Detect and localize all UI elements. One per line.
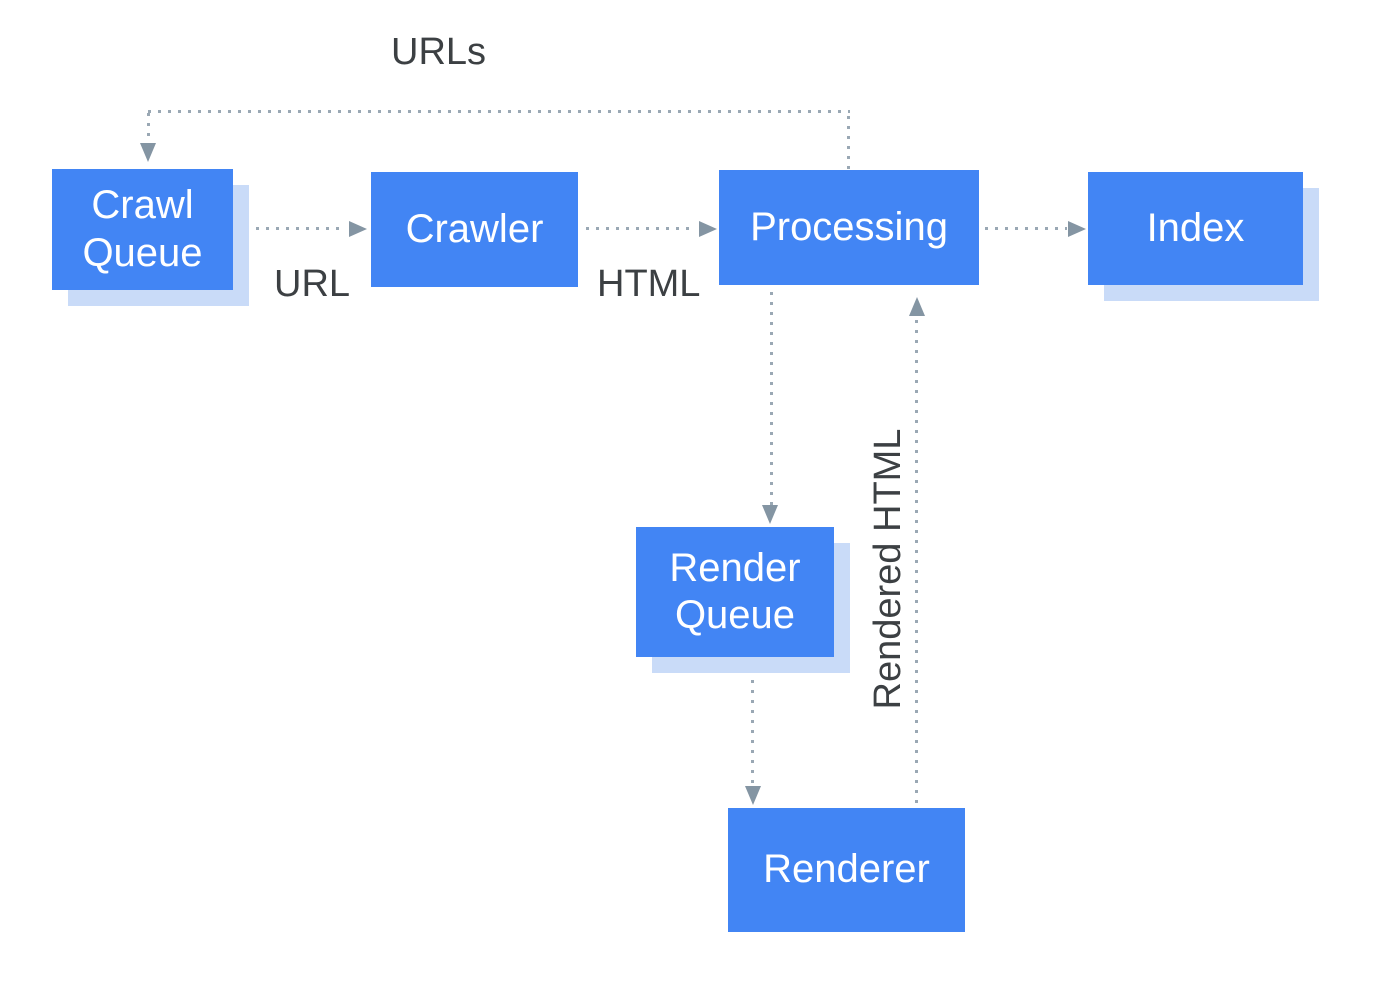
node-processing: Processing	[719, 170, 979, 285]
node-crawler: Crawler	[371, 172, 578, 287]
node-processing-label: Processing	[750, 204, 948, 249]
arrow-down-icon	[745, 786, 761, 805]
arrow-down-icon	[140, 143, 156, 162]
edge-label-html: HTML	[597, 263, 701, 305]
node-renderer: Renderer	[728, 808, 965, 932]
edge-label-rendered-html: Rendered HTML	[867, 428, 909, 710]
arrow-right-icon	[1068, 221, 1086, 237]
edge-segment	[586, 227, 696, 230]
node-crawl-queue: Crawl Queue	[52, 169, 233, 290]
arrow-right-icon	[349, 221, 367, 237]
node-index: Index	[1088, 172, 1303, 285]
edge-segment	[915, 320, 918, 808]
edge-segment	[751, 680, 754, 786]
node-renderer-label: Renderer	[763, 847, 930, 892]
edge-segment	[148, 110, 850, 113]
node-index-label: Index	[1146, 205, 1245, 250]
arrow-down-icon	[762, 505, 778, 524]
edge-segment	[847, 116, 850, 170]
node-render-queue: Render Queue	[636, 527, 834, 657]
edge-segment	[147, 113, 150, 143]
edge-segment	[770, 292, 773, 505]
edge-segment	[246, 227, 346, 230]
arrow-right-icon	[699, 221, 717, 237]
edge-label-urls: URLs	[391, 31, 487, 73]
edge-label-url: URL	[274, 263, 351, 305]
node-crawl-queue-label: Crawl Queue	[82, 183, 203, 275]
arrow-up-icon	[909, 297, 925, 316]
node-crawler-label: Crawler	[405, 206, 544, 251]
edge-segment	[985, 227, 1067, 230]
node-render-queue-label: Render Queue	[669, 545, 801, 637]
